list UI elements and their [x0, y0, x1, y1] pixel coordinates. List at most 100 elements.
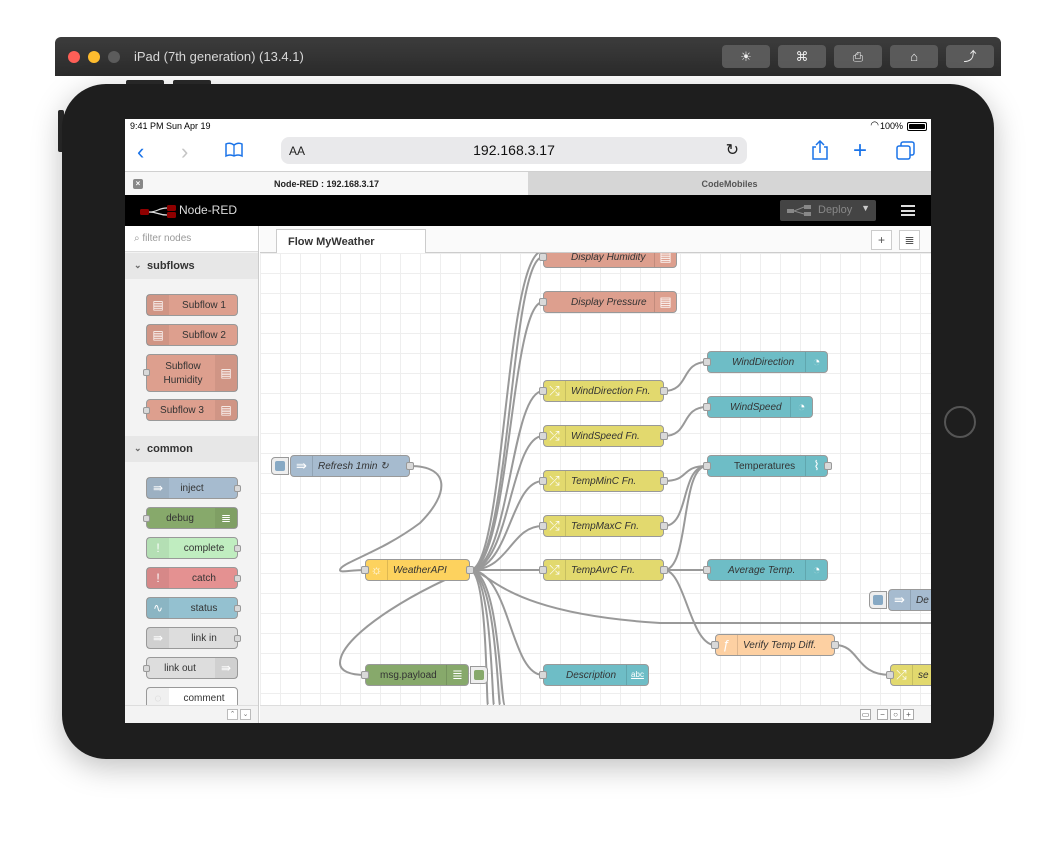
- input-port: [703, 462, 711, 470]
- node-weatherapi[interactable]: ☼ WeatherAPI: [361, 559, 474, 581]
- browser-tab-bar: × Node-RED : 192.168.3.17 CodeMobiles: [125, 171, 931, 196]
- flow-canvas[interactable]: Display Humidity ▤ Display Pressure ▤ ⤮ …: [260, 253, 931, 705]
- back-icon[interactable]: ‹: [137, 139, 145, 164]
- input-port: [539, 432, 547, 440]
- flow-wires: [338, 253, 931, 705]
- deploy-dropdown-icon[interactable]: ▼: [861, 203, 870, 213]
- node-winddirection[interactable]: WindDirection ◔: [703, 351, 828, 373]
- palette-node-catch[interactable]: ! catch: [146, 567, 241, 589]
- node-description[interactable]: Description abc: [539, 664, 649, 686]
- shuffle-icon: ⤮: [544, 381, 566, 401]
- input-port: [886, 671, 894, 679]
- node-windspeed[interactable]: WindSpeed ◔: [703, 396, 813, 418]
- debug-list-icon: ≣: [446, 665, 468, 685]
- close-tab-icon[interactable]: ×: [133, 179, 143, 189]
- zoom-out-button[interactable]: −: [877, 709, 888, 720]
- input-port: [143, 665, 150, 672]
- home-button[interactable]: ⌂: [890, 45, 938, 68]
- output-port: [234, 545, 241, 552]
- brightness-button[interactable]: ☀: [722, 45, 770, 68]
- palette-node-subflow-2[interactable]: ▤ Subflow 2: [146, 324, 238, 346]
- input-port: [703, 358, 711, 366]
- tab-label: CodeMobiles: [701, 179, 758, 189]
- arrow-right-icon: ⇛: [291, 456, 313, 476]
- reload-icon[interactable]: ↻: [725, 142, 739, 159]
- node-partial-right-bottom[interactable]: ⤮ se: [886, 664, 931, 686]
- nodered-logo-icon: [140, 205, 176, 218]
- node-partial-right-top[interactable]: ⇛ De: [869, 589, 931, 611]
- palette-node-subflow-1[interactable]: ▤ Subflow 1: [146, 294, 238, 316]
- zoom-in-button[interactable]: +: [903, 709, 914, 720]
- list-flows-icon[interactable]: ≣: [899, 230, 920, 250]
- text-size-button[interactable]: AA: [289, 144, 306, 158]
- input-port: [539, 387, 547, 395]
- node-tempmaxc-fn[interactable]: ⤮ TempMaxC Fn.: [539, 515, 668, 537]
- node-verify-temp-diff[interactable]: ƒ Verify Temp Diff.: [711, 634, 839, 656]
- node-winddirection-fn[interactable]: ⤮ WindDirection Fn.: [539, 380, 668, 402]
- tab-flow-myweather[interactable]: Flow MyWeather: [276, 229, 426, 253]
- subflow-icon: ▤: [654, 292, 676, 312]
- output-port: [660, 566, 668, 574]
- tabs-overview-icon[interactable]: [896, 141, 916, 160]
- bookmarks-icon[interactable]: [224, 142, 244, 158]
- palette-node-subflow-3[interactable]: ▤ Subflow 3: [143, 399, 238, 421]
- deploy-button[interactable]: Deploy ▼: [780, 200, 876, 221]
- close-window-button[interactable]: [68, 51, 80, 63]
- main-menu-icon[interactable]: [901, 205, 915, 216]
- inject-trigger-button[interactable]: [869, 591, 887, 609]
- chevron-down-icon: ⌄: [134, 443, 142, 453]
- exclamation-icon: !: [147, 538, 169, 558]
- palette-node-subflow-humidity[interactable]: ▤ Subflow Humidity: [143, 354, 238, 392]
- palette-node-debug[interactable]: debug ≣: [143, 507, 238, 529]
- navigator-map-icon[interactable]: ▭: [860, 709, 871, 720]
- url-text: 192.168.3.17: [473, 142, 555, 158]
- input-port: [143, 369, 150, 376]
- palette-category-common[interactable]: ⌄ common: [125, 436, 258, 462]
- input-port: [711, 641, 719, 649]
- workspace-tab-bar: Flow MyWeather + ≣: [260, 226, 931, 253]
- share-icon[interactable]: [812, 140, 828, 160]
- filter-nodes-input[interactable]: ⌕ filter nodes: [125, 226, 258, 252]
- new-tab-icon[interactable]: +: [853, 137, 868, 164]
- palette-node-status[interactable]: ∿ status: [146, 597, 241, 619]
- palette-category-subflows[interactable]: ⌄ subflows: [125, 253, 258, 279]
- node-msg-payload-debug[interactable]: msg.payload ≣: [361, 664, 488, 686]
- minimize-window-button[interactable]: [88, 51, 100, 63]
- palette-node-inject[interactable]: ⇛ inject: [146, 477, 241, 499]
- collapse-all-icon[interactable]: ⌃: [227, 709, 238, 720]
- add-flow-button[interactable]: +: [871, 230, 892, 250]
- palette-node-link-out[interactable]: link out ⇛: [143, 657, 238, 679]
- node-tempminc-fn[interactable]: ⤮ TempMinC Fn.: [539, 470, 668, 492]
- command-button[interactable]: ⌘: [778, 45, 826, 68]
- palette-node-link-in[interactable]: ⇛ link in: [146, 627, 241, 649]
- rotate-button[interactable]: ⤴: [946, 45, 994, 68]
- node-refresh-inject[interactable]: ⇛ Refresh 1min ↻: [271, 455, 414, 477]
- node-windspeed-fn[interactable]: ⤮ WindSpeed Fn.: [539, 425, 668, 447]
- input-port: [703, 566, 711, 574]
- inject-trigger-button[interactable]: [271, 457, 289, 475]
- input-port: [143, 407, 150, 414]
- subflow-icon: ▤: [215, 400, 237, 420]
- forward-icon[interactable]: ›: [181, 139, 189, 164]
- zoom-window-button[interactable]: [108, 51, 120, 63]
- output-port: [234, 635, 241, 642]
- node-display-pressure[interactable]: Display Pressure ▤: [539, 291, 677, 313]
- tab-codemobiles[interactable]: CodeMobiles: [528, 172, 931, 196]
- node-tempavrc-fn[interactable]: ⤮ TempAvrC Fn.: [539, 559, 668, 581]
- ipad-home-button[interactable]: [944, 406, 976, 438]
- output-port: [660, 477, 668, 485]
- palette-node-complete[interactable]: ! complete: [146, 537, 241, 559]
- node-display-humidity[interactable]: Display Humidity ▤: [539, 253, 677, 268]
- node-temperatures-chart[interactable]: Temperatures ⌇: [703, 455, 832, 477]
- node-average-temp[interactable]: Average Temp. ◔: [703, 559, 828, 581]
- tab-nodered[interactable]: × Node-RED : 192.168.3.17: [125, 172, 528, 196]
- zoom-reset-button[interactable]: ○: [890, 709, 901, 720]
- address-bar[interactable]: AA 192.168.3.17 ↻: [281, 137, 747, 164]
- function-icon: ƒ: [716, 635, 738, 655]
- expand-all-icon[interactable]: ⌄: [240, 709, 251, 720]
- deploy-icon: [787, 205, 811, 216]
- screenshot-button[interactable]: ⎙: [834, 45, 882, 68]
- debug-toggle-button[interactable]: [470, 666, 488, 684]
- arrow-right-icon: ⇛: [147, 478, 169, 498]
